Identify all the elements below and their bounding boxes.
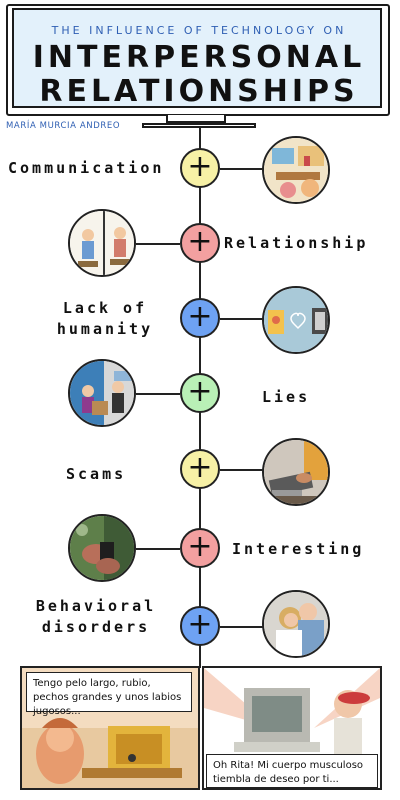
connector-line — [220, 626, 264, 628]
label-lack-of-humanity: Lack of humanity — [56, 299, 154, 338]
connector-line — [220, 168, 264, 170]
photo-desk-cartoon — [262, 136, 330, 204]
photo-couple-embrace — [262, 590, 330, 658]
connector-line — [220, 469, 264, 471]
timeline-node-lies[interactable]: + — [180, 373, 220, 413]
label-scams: Scams — [66, 465, 127, 483]
timeline-node-lack-of-humanity[interactable]: + — [180, 298, 220, 338]
timeline-node-interesting[interactable]: + — [180, 528, 220, 568]
author-name: MARÍA MURCIA ANDREO — [6, 121, 121, 131]
photo-phones-heart — [262, 286, 330, 354]
title-line-1: INTERPERSONAL — [32, 40, 366, 75]
connector-line — [220, 318, 264, 320]
monitor-stand — [166, 115, 226, 123]
subtitle: THE INFLUENCE OF TECHNOLOGY ON — [51, 24, 347, 37]
title-line-2: RELATIONSHIPS — [39, 74, 359, 109]
connector-line — [136, 243, 180, 245]
label-communication: Communication — [8, 159, 165, 177]
timeline-node-scams[interactable]: + — [180, 449, 220, 489]
photo-phone-in-hands — [68, 514, 136, 582]
timeline-node-behavioral-disorders[interactable]: + — [180, 606, 220, 646]
timeline-node-relationship[interactable]: + — [180, 223, 220, 263]
connector-line — [136, 393, 180, 395]
connector-line — [136, 548, 180, 550]
label-behavioral-disorders: Behavioral disorders — [35, 597, 157, 636]
speech-bubble-right: Oh Rita! Mi cuerpo musculoso tiembla de … — [206, 754, 378, 788]
label-lies: Lies — [262, 388, 311, 406]
monitor-screen: THE INFLUENCE OF TECHNOLOGY ON INTERPERS… — [12, 8, 382, 109]
timeline-node-communication[interactable]: + — [180, 148, 220, 188]
monitor-base — [142, 123, 256, 128]
comic-panel-right: Oh Rita! Mi cuerpo musculoso tiembla de … — [202, 666, 382, 790]
photo-couple-cartoon — [68, 209, 136, 277]
label-relationship: Relationship — [224, 234, 369, 252]
photo-split-room — [68, 359, 136, 427]
comic-panel-left: Tengo pelo largo, rubio, pechos grandes … — [20, 666, 200, 790]
photo-laptop-hands — [262, 438, 330, 506]
speech-bubble-left: Tengo pelo largo, rubio, pechos grandes … — [26, 672, 192, 717]
label-interesting: Interesting — [232, 540, 365, 558]
